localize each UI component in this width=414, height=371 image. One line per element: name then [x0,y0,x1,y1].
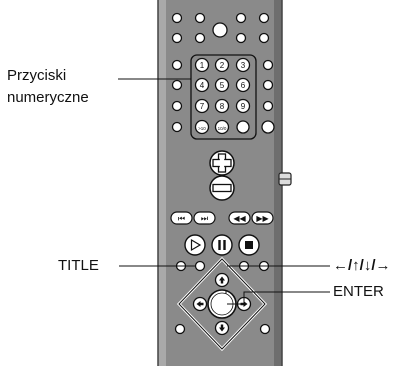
fast-forward-button [251,211,274,225]
keypad-button-label: 2 [220,61,225,70]
remote-left-edge [158,0,166,366]
svg-text:▶▶: ▶▶ [256,214,269,223]
pause-button [211,234,233,256]
volume-buttons [209,150,235,201]
keypad-side-buttons [171,59,275,134]
next-button [193,211,216,225]
top-buttons [171,12,270,44]
keypad-button-label: 5 [220,81,225,90]
keypad-button [194,77,210,93]
keypad-button [214,98,230,114]
play-button [184,234,206,256]
keypad-button [214,57,230,73]
callout-lines [118,78,330,305]
numeric-buttons-label-line2: numeryczne [7,89,89,106]
keypad-button-label: 3 [241,61,246,70]
svg-text:⏮: ⏮ [178,214,185,223]
keypad-button-label: 4 [200,81,205,90]
svg-text:⏭: ⏭ [201,214,208,223]
keypad-button [235,77,251,93]
keypad-button-label: 8 [220,102,225,111]
previous-button [170,211,193,225]
remote-right-edge [274,0,282,366]
keypad-button [235,57,251,73]
title-button [194,260,206,272]
keypad-button-label: 6 [241,81,246,90]
rewind-button [228,211,251,225]
numeric-buttons-label-line1: Przyciski [7,67,67,84]
transport-buttons: ⏮ ⏭ ◀◀ ▶▶ [170,211,274,225]
title-label: TITLE [58,257,99,274]
numeric-keypad: 1 2 3 4 5 6 7 8 9 >10 10/0 [194,57,251,135]
arrows-label: ←/↑/↓/→ [333,257,391,274]
keypad-button-label: 9 [241,102,246,111]
keypad-button [194,119,210,135]
keypad-button-label: >10 [198,126,206,131]
keypad-button-label: 10/0 [218,126,227,131]
svg-text:◀◀: ◀◀ [233,214,246,223]
playback-buttons [184,234,260,256]
enter-label: ENTER [333,283,384,300]
keypad-button [235,98,251,114]
keypad-button-label: 1 [200,61,205,70]
keypad-button-label: 7 [200,102,205,111]
keypad-button [194,57,210,73]
enter-callout-line [227,291,330,305]
keypad-button [214,119,230,135]
keypad-button [214,77,230,93]
dpad [176,256,268,352]
numeric-keypad-frame [190,54,257,140]
keypad-button [194,98,210,114]
